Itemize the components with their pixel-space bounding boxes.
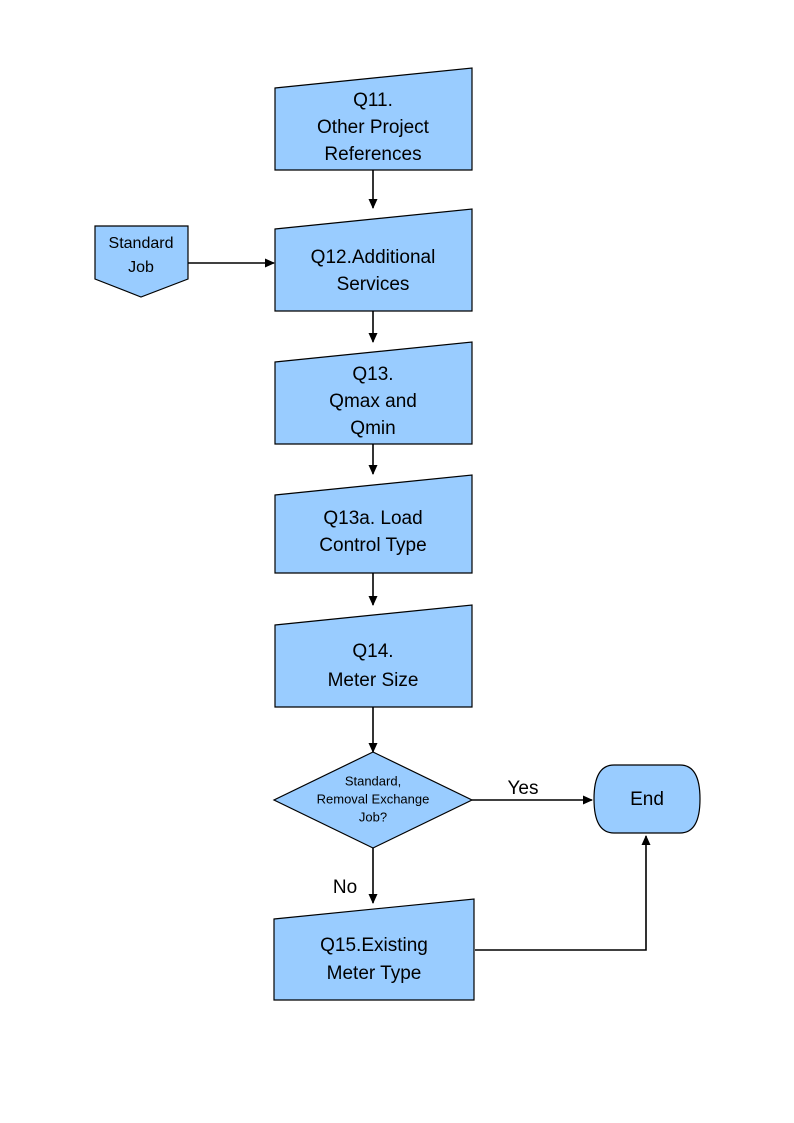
q15-label-line1: Q15.Existing [320, 935, 428, 956]
q12-label-line1: Q12.Additional [311, 247, 436, 268]
q12-label-line2: Services [337, 274, 410, 295]
end-shape[interactable] [593, 764, 701, 834]
q14-label-line2: Meter Size [328, 670, 419, 691]
q13-shape[interactable] [274, 341, 473, 445]
end-label: End [630, 789, 664, 810]
q12-shape[interactable] [274, 208, 473, 312]
edge-label-no: No [333, 877, 357, 898]
q13-label-line3: Qmin [350, 418, 395, 439]
edge-q15-to-end [475, 835, 651, 951]
q14-shape[interactable] [274, 604, 473, 708]
connector-layer [188, 170, 651, 951]
standard-job-label-line2: Job [128, 259, 154, 276]
q13a-label-line1: Q13a. Load [323, 508, 422, 529]
q11-label-line2: Other Project [317, 117, 430, 138]
node-q13a[interactable]: Q13a. Load Control Type [274, 474, 473, 574]
q11-shape[interactable] [274, 67, 473, 171]
q13a-label-line2: Control Type [319, 535, 426, 556]
node-q15[interactable]: Q15.Existing Meter Type [273, 898, 475, 1001]
standard-job-label-line1: Standard [109, 235, 174, 252]
edge-label-yes: Yes [508, 778, 539, 799]
q11-label-line3: References [324, 144, 421, 165]
decision-label-line2: Removal Exchange [317, 791, 430, 806]
q15-label-line2: Meter Type [327, 963, 422, 984]
node-end[interactable]: End [593, 764, 701, 834]
node-standard-job[interactable]: Standard Job [94, 225, 189, 298]
node-q11[interactable]: Q11. Other Project References [274, 67, 473, 171]
q13a-shape[interactable] [274, 474, 473, 574]
decision-shape[interactable] [272, 751, 474, 849]
node-q12[interactable]: Q12.Additional Services [274, 208, 473, 312]
decision-label-line1: Standard, [345, 773, 401, 788]
decision-label-line3: Job? [359, 809, 387, 824]
q15-shape[interactable] [273, 898, 475, 1001]
q13-label-line1: Q13. [352, 364, 393, 385]
standard-job-shape[interactable] [94, 225, 189, 298]
node-decision[interactable]: Standard, Removal Exchange Job? [272, 751, 474, 849]
node-q13[interactable]: Q13. Qmax and Qmin [274, 341, 473, 445]
q11-label-line1: Q11. [353, 90, 393, 111]
q13-label-line2: Qmax and [329, 391, 417, 412]
edge-label-layer: Yes No [333, 778, 539, 898]
q14-label-line1: Q14. [352, 641, 393, 662]
node-q14[interactable]: Q14. Meter Size [274, 604, 473, 708]
